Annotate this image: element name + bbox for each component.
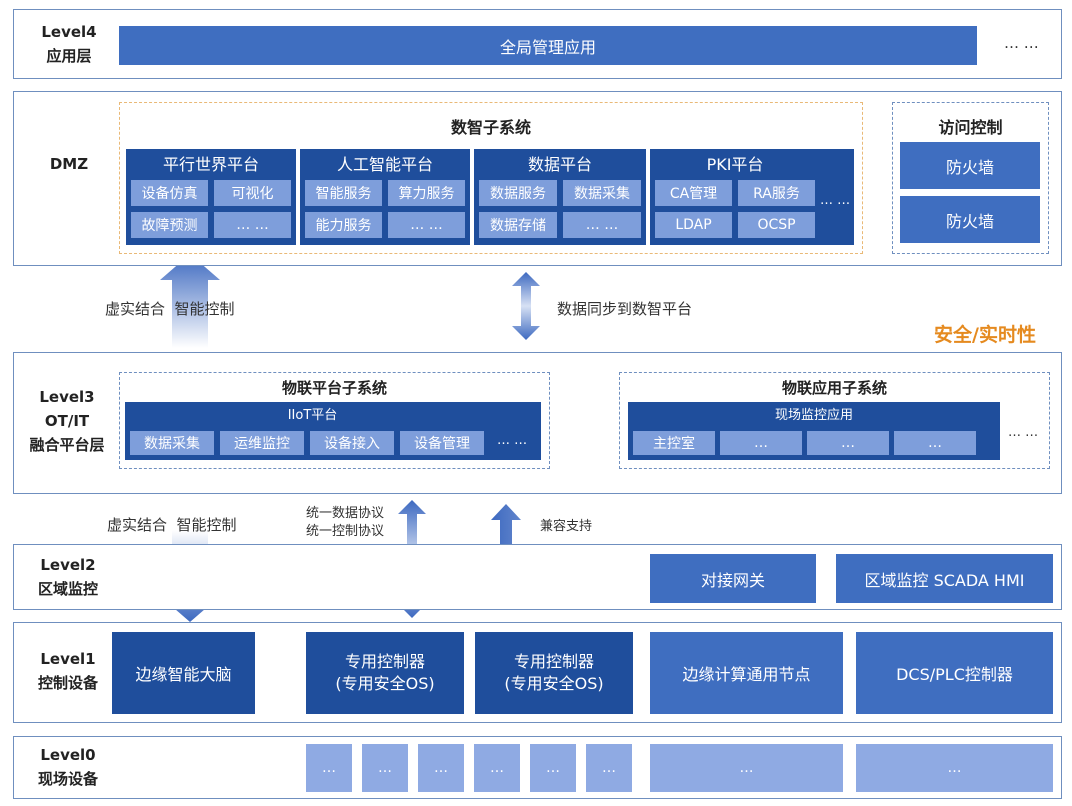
- dedicated-controller-device[interactable]: 专用控制器 (专用安全OS): [306, 632, 464, 714]
- field-device[interactable]: …: [474, 744, 520, 792]
- access-control-box: [892, 102, 1049, 254]
- level3-layer: Level3 OT/IT 融合平台层 物联平台子系统 IIoT平台 数据采集 运…: [13, 352, 1062, 494]
- platform-item[interactable]: CA管理: [655, 180, 732, 206]
- app-subsystem-title: 物联应用子系统: [781, 379, 887, 397]
- field-device[interactable]: …: [530, 744, 576, 792]
- level4-label: Level4 应用层: [41, 23, 97, 65]
- monitor-item[interactable]: 主控室: [633, 431, 715, 455]
- platform-title: 平行世界平台: [162, 155, 259, 174]
- field-device[interactable]: …: [306, 744, 352, 792]
- double-arrow-data-sync: [512, 272, 540, 340]
- platform-item[interactable]: 数据采集: [563, 180, 641, 206]
- gateway-button[interactable]: 对接网关: [650, 554, 816, 603]
- security-realtime-label: 安全/实时性: [934, 324, 1036, 346]
- iiot-platform[interactable]: IIoT平台 数据采集 运维监控 设备接入 设备管理 … …: [125, 402, 541, 460]
- up-arrow-sync: [160, 254, 220, 348]
- field-device[interactable]: …: [856, 744, 1053, 792]
- platform-data[interactable]: 数据平台 数据服务 数据采集 数据存储 … …: [474, 149, 646, 245]
- field-device[interactable]: …: [362, 744, 408, 792]
- platform-pki[interactable]: PKI平台 CA管理 RA服务 LDAP OCSP … …: [650, 149, 854, 245]
- level2-layer: Level2 区域监控 对接网关 区域监控 SCADA HMI: [13, 544, 1062, 610]
- platform-title: PKI平台: [706, 155, 764, 174]
- dmz-layer: DMZ 数智子系统 平行世界平台 设备仿真 可视化 故障预测 … … 人工智能平…: [13, 91, 1062, 266]
- platform-ai[interactable]: 人工智能平台 智能服务 算力服务 能力服务 … …: [300, 149, 470, 245]
- platform-item[interactable]: 能力服务: [305, 212, 382, 238]
- virtual-real-label-upper: 虚实结合 智能控制: [105, 300, 235, 318]
- iot-subsystem-box: [119, 372, 550, 469]
- platform-item[interactable]: OCSP: [738, 212, 815, 238]
- iiot-item[interactable]: 设备接入: [310, 431, 394, 455]
- firewall-button[interactable]: 防火墙: [900, 142, 1040, 189]
- monitor-item[interactable]: …: [807, 431, 889, 455]
- platform-item[interactable]: … …: [214, 212, 291, 238]
- iiot-platform-title: IIoT平台: [287, 407, 338, 423]
- virtual-real-label-lower: 虚实结合 智能控制: [107, 516, 237, 534]
- iiot-item[interactable]: 运维监控: [220, 431, 304, 455]
- app-subsystem-more: … …: [1008, 425, 1039, 440]
- field-device[interactable]: …: [418, 744, 464, 792]
- monitor-item[interactable]: …: [720, 431, 802, 455]
- level1-label: Level1 控制设备: [37, 650, 98, 692]
- field-device[interactable]: …: [586, 744, 632, 792]
- iiot-more: … …: [497, 433, 528, 448]
- smart-subsystem-title: 数智子系统: [450, 118, 531, 137]
- platform-item[interactable]: … …: [388, 212, 465, 238]
- data-sync-label: 数据同步到数智平台: [557, 300, 693, 318]
- platform-item[interactable]: 可视化: [214, 180, 291, 206]
- dcs-plc-controller[interactable]: DCS/PLC控制器: [856, 632, 1053, 714]
- level2-label: Level2 区域监控: [37, 556, 98, 598]
- smart-subsystem-box: [119, 102, 863, 254]
- level4-layer: Level4 应用层 全局管理应用 … …: [13, 9, 1062, 79]
- platform-title: 数据平台: [527, 155, 592, 174]
- iiot-item[interactable]: 设备管理: [400, 431, 484, 455]
- platform-item[interactable]: 故障预测: [131, 212, 208, 238]
- level4-more: … …: [1004, 34, 1039, 52]
- platform-item[interactable]: 数据存储: [479, 212, 557, 238]
- protocol-label: 统一数据协议 统一控制协议: [306, 506, 385, 539]
- firewall-button[interactable]: 防火墙: [900, 196, 1040, 243]
- platform-item[interactable]: 智能服务: [305, 180, 382, 206]
- dmz-label: DMZ: [49, 155, 89, 173]
- monitor-item[interactable]: …: [894, 431, 976, 455]
- field-monitor-title: 现场监控应用: [774, 407, 853, 423]
- platform-item[interactable]: 设备仿真: [131, 180, 208, 206]
- level3-label: Level3 OT/IT 融合平台层: [29, 388, 105, 454]
- level1-layer: Level1 控制设备 边缘智能大脑 专用控制器 (专用安全OS) 专用控制器 …: [13, 622, 1062, 723]
- compat-label: 兼容支持: [540, 519, 593, 534]
- field-monitor-app[interactable]: 现场监控应用 主控室 … … …: [628, 402, 1000, 460]
- edge-compute-node[interactable]: 边缘计算通用节点: [650, 632, 843, 714]
- field-device[interactable]: …: [650, 744, 843, 792]
- platform-parallel-world[interactable]: 平行世界平台 设备仿真 可视化 故障预测 … …: [126, 149, 296, 245]
- iiot-item[interactable]: 数据采集: [130, 431, 214, 455]
- platform-item[interactable]: LDAP: [655, 212, 732, 238]
- area-monitor-bar[interactable]: 区域监控 SCADA HMI: [836, 554, 1053, 603]
- dedicated-controller-device[interactable]: 专用控制器 (专用安全OS): [475, 632, 633, 714]
- pki-more: … …: [820, 193, 851, 208]
- platform-item[interactable]: … …: [563, 212, 641, 238]
- edge-brain-device[interactable]: 边缘智能大脑: [112, 632, 255, 714]
- app-subsystem-box: [619, 372, 1050, 469]
- global-app-bar[interactable]: 全局管理应用: [119, 26, 977, 65]
- level0-label: Level0 现场设备: [37, 746, 98, 788]
- access-control-title: 访问控制: [938, 118, 1003, 137]
- platform-item[interactable]: RA服务: [738, 180, 815, 206]
- iot-subsystem-title: 物联平台子系统: [281, 379, 387, 397]
- platform-item[interactable]: 数据服务: [479, 180, 557, 206]
- platform-title: 人工智能平台: [336, 155, 433, 174]
- level0-layer: Level0 现场设备 … … … … … … … …: [13, 736, 1062, 799]
- platform-item[interactable]: 算力服务: [388, 180, 465, 206]
